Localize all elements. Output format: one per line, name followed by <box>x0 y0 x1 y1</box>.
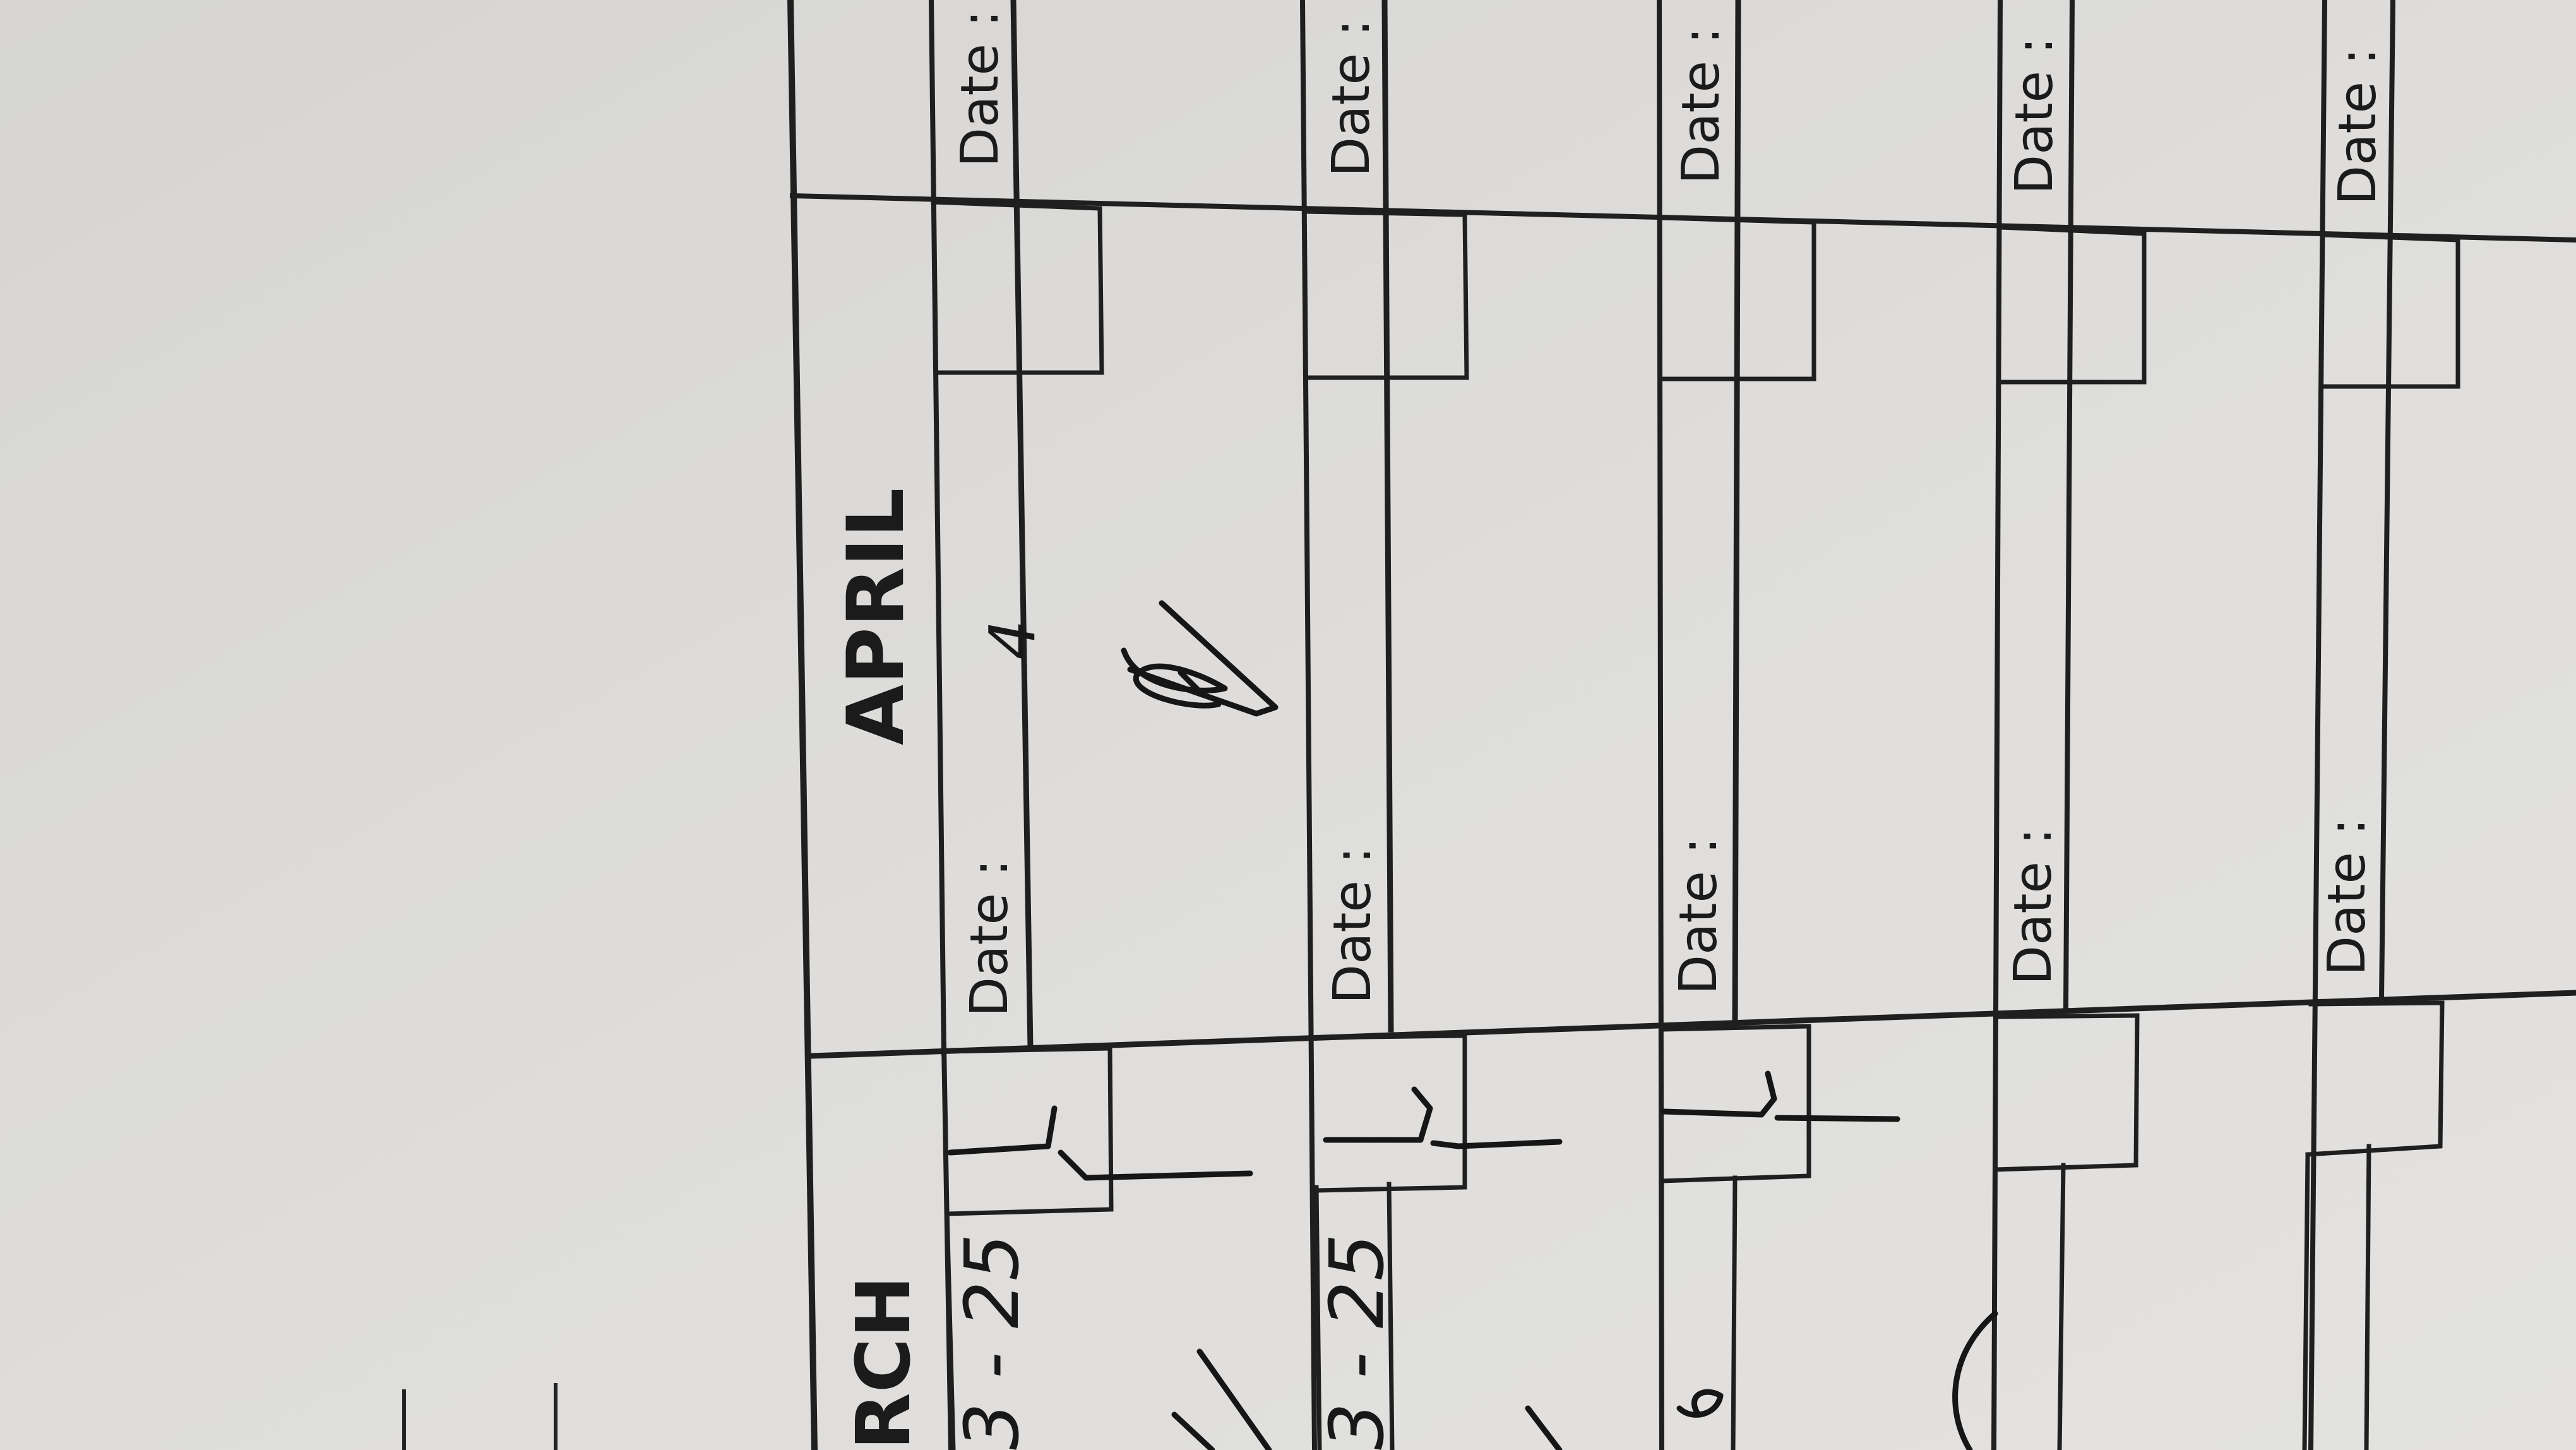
date-label: Date : <box>960 859 1020 1017</box>
date-label: Date : <box>2003 827 2063 985</box>
grid-col-line-10 <box>2378 0 2396 1001</box>
month-header-march: RCH <box>840 1276 927 1450</box>
date-label: Date : <box>2005 37 2065 195</box>
signature-march-partial-3 <box>1952 1310 1998 1450</box>
month-header-april: APRIL <box>831 488 922 745</box>
check-mark-march-3 <box>1661 1070 1900 1418</box>
signature-april <box>1121 600 1279 717</box>
form-grid <box>787 0 2576 1450</box>
date-label: Date : <box>2317 818 2377 976</box>
handwritten-date: 4 <box>975 620 1049 660</box>
signature-march-partial-1 <box>1171 1348 1272 1450</box>
check-mark-march-2 <box>1323 1086 1563 1149</box>
grid-col-line-1 <box>928 0 947 1057</box>
handwriting-march-date-1: 3 - 25 <box>948 1233 1035 1450</box>
date-label: Date : <box>1671 27 1731 184</box>
date-label: Date : <box>2328 47 2388 205</box>
date-label: Date : <box>1321 19 1381 177</box>
grid-col-line-9 <box>2308 0 2328 1450</box>
date-label: Date : <box>1669 837 1729 995</box>
march-header-partial: RCH <box>840 1276 927 1450</box>
handwriting-march-date-2: 3 - 25 <box>1313 1233 1400 1450</box>
grid-col-line-4 <box>1381 0 1394 1033</box>
date-label: Date : <box>950 9 1010 167</box>
grid-col-line-3 <box>1299 0 1318 1450</box>
handwritten-date: 3 - 25 <box>948 1233 1035 1450</box>
april-header: APRIL <box>831 488 922 745</box>
grid-left-border <box>787 0 818 1450</box>
signature-march-partial-2 <box>1525 1405 1563 1450</box>
handwritten-date: 3 - 25 <box>1313 1233 1400 1450</box>
check-mark-march-1 <box>947 1105 1253 1181</box>
grid-col-line-2 <box>1010 0 1034 1052</box>
grid-row-line-2 <box>808 990 2576 1059</box>
grid-col-line-6 <box>1732 0 1741 1026</box>
margin-marks <box>402 1383 558 1450</box>
handwriting-april-date: 4 <box>975 620 1049 660</box>
grid-col-line-8 <box>2063 0 2075 1010</box>
date-label: Date : <box>1323 846 1383 1004</box>
